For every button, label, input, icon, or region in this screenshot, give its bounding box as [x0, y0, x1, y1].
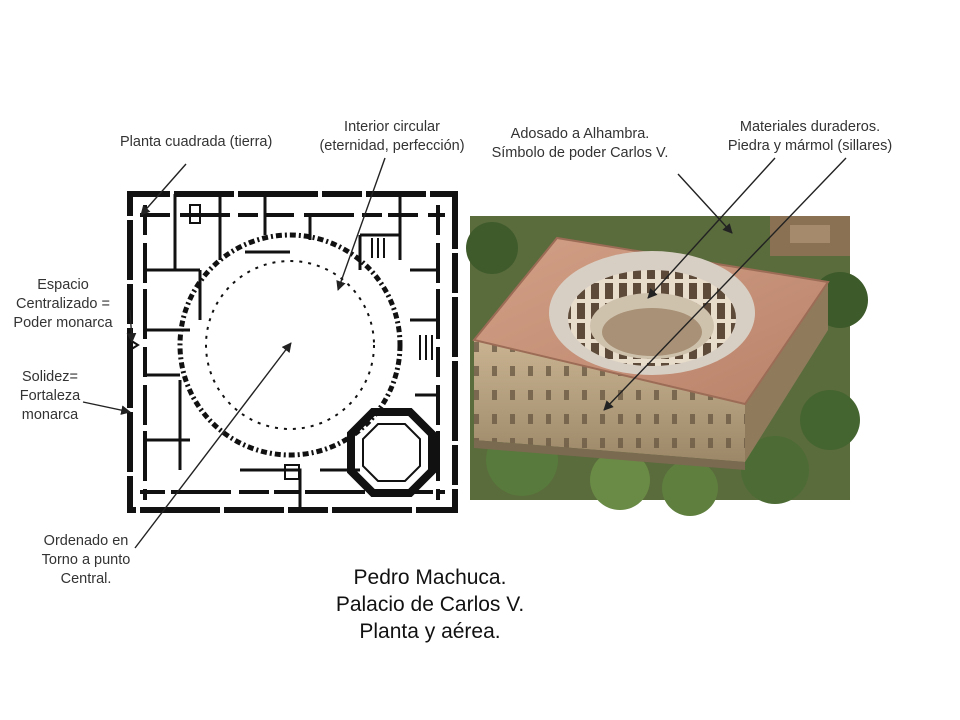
label-materiales: Materiales duraderos. Piedra y mármol (s… [727, 119, 893, 154]
floor-plan [127, 191, 458, 513]
arrow-adosado [677, 173, 733, 234]
aerial-photo [466, 216, 868, 516]
annotation-arrows [82, 157, 847, 549]
arrow-ordenado [134, 342, 292, 549]
label-ordenado: Ordenado en Torno a punto Central. [41, 533, 131, 587]
label-adosado: Adosado a Alhambra. Símbolo de poder Car… [491, 126, 669, 161]
arrow-espacio [126, 309, 137, 343]
slide-title: Pedro Machuca. Palacio de Carlos V. Plan… [335, 566, 525, 643]
label-interior-circular: Interior circular (eternidad, perfección… [319, 119, 465, 154]
arrow-materiales-2 [603, 157, 847, 411]
label-planta-cuadrada: Planta cuadrada (tierra) [120, 134, 273, 150]
arrow-interior-circular [336, 157, 386, 291]
label-solidez: Solidez= Fortaleza monarca [19, 369, 81, 423]
arrow-planta-cuadrada [140, 163, 187, 216]
arrow-materiales-1 [647, 157, 776, 299]
label-espacio: Espacio Centralizado = Poder monarca [13, 277, 113, 331]
arrow-solidez [82, 401, 131, 415]
